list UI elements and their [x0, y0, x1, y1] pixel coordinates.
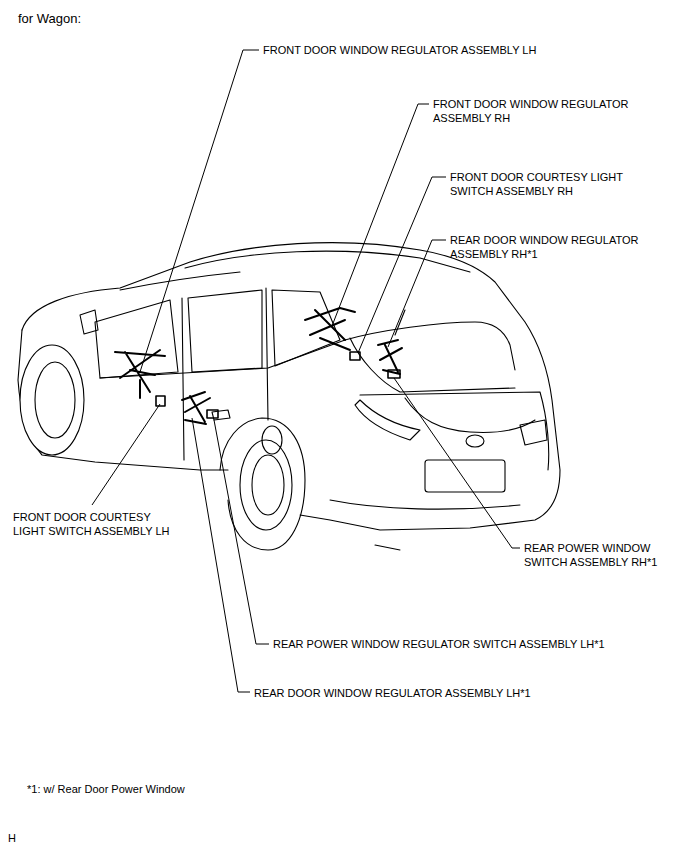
diagram-title: for Wagon:: [18, 10, 81, 27]
part-label: REAR DOOR WINDOW REGULATOR ASSEMBLY LH*1: [254, 686, 531, 700]
part-label: FRONT DOOR WINDOW REGULATOR ASSEMBLY LH: [263, 43, 536, 57]
part-label: FRONT DOOR COURTESY LIGHT SWITCH ASSEMBL…: [450, 170, 640, 198]
page-mark: H: [8, 831, 16, 845]
part-label: REAR DOOR WINDOW REGULATOR ASSEMBLY RH*1: [450, 233, 665, 261]
part-label: REAR POWER WINDOW SWITCH ASSEMBLY RH*1: [524, 541, 674, 569]
part-label: FRONT DOOR COURTESY LIGHT SWITCH ASSEMBL…: [13, 510, 178, 538]
footnote: *1: w/ Rear Door Power Window: [27, 782, 185, 796]
part-label: REAR POWER WINDOW REGULATOR SWITCH ASSEM…: [273, 637, 605, 651]
part-label: FRONT DOOR WINDOW REGULATOR ASSEMBLY RH: [433, 97, 648, 125]
